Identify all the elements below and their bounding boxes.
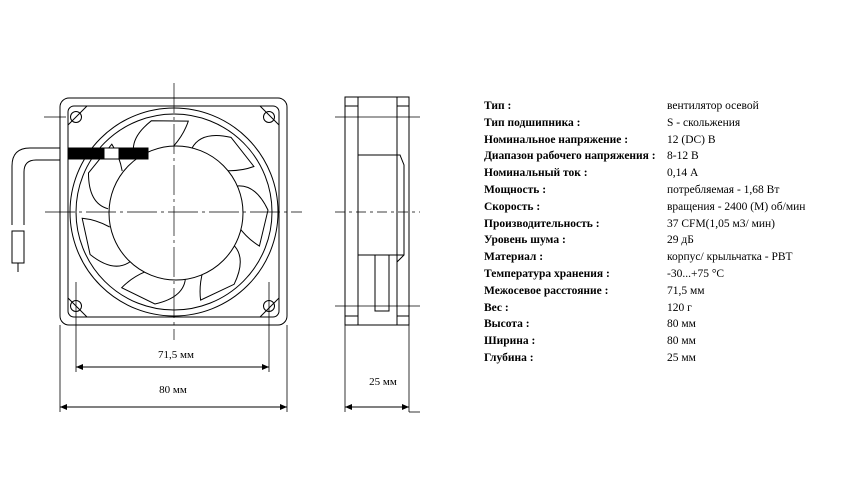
spec-value: потребляемая - 1,68 Вт <box>667 183 780 196</box>
fan-blade <box>120 271 186 305</box>
spec-value: вентилятор осевой <box>667 100 759 112</box>
spec-row: Вес : 120 г <box>484 300 844 317</box>
front-view <box>11 83 302 412</box>
spec-row: Уровень шума : 29 дБ <box>484 232 844 249</box>
spec-value: 80 мм <box>667 335 696 348</box>
dim-label-hole-spacing: 71,5 мм <box>158 349 194 361</box>
dim-label-width: 80 мм <box>159 384 187 396</box>
frame-corner-bevels <box>67 105 280 318</box>
spec-row: Межосевое расстояние : 71,5 мм <box>484 283 844 300</box>
spec-row: Тип : вентилятор осевой <box>484 98 844 115</box>
spec-row: Диапазон рабочего напряжения : 8-12 В <box>484 148 844 165</box>
spec-row: Тип подшипника : S - скольжения <box>484 115 844 132</box>
spec-label: Номинальное напряжение : <box>484 133 629 146</box>
side-extension-lines <box>344 325 420 413</box>
extension-lines <box>44 116 288 412</box>
side-axis-lines <box>335 116 420 307</box>
spec-label: Температура хранения : <box>484 267 610 280</box>
spec-label: Материал : <box>484 251 544 264</box>
fan-blade <box>191 135 255 172</box>
spec-label: Мощность : <box>484 183 547 196</box>
spec-label: Ширина : <box>484 335 536 348</box>
spec-row: Скорость : вращения - 2400 (M) об/мин <box>484 199 844 216</box>
spec-value: 25 мм <box>667 351 696 364</box>
spec-row: Производительность : 37 CFM(1,05 м3/ мин) <box>484 216 844 233</box>
spec-value: вращения - 2400 (M) об/мин <box>667 200 806 213</box>
side-hub-profile <box>358 154 405 263</box>
spec-value: 8-12 В <box>667 150 699 163</box>
spec-value: 71,5 мм <box>667 284 705 297</box>
spec-row: Высота : 80 мм <box>484 316 844 333</box>
spec-label: Скорость : <box>484 200 541 213</box>
spec-label: Тип подшипника : <box>484 116 581 129</box>
spec-label: Тип : <box>484 100 512 112</box>
spec-row: Температура хранения : -30...+75 °C <box>484 266 844 283</box>
fan-blade <box>132 120 189 159</box>
label-stripe <box>67 147 149 160</box>
spec-label: Диапазон рабочего напряжения : <box>484 150 656 163</box>
spec-row: Номинальный ток : 0,14 А <box>484 165 844 182</box>
center-lines <box>45 83 302 340</box>
spec-label: Вес : <box>484 301 509 314</box>
spec-value: корпус/ крыльчатка - PBT <box>667 251 793 264</box>
spec-label: Глубина : <box>484 351 534 364</box>
fan-blade <box>199 243 241 301</box>
fan-blade <box>81 217 131 267</box>
spec-value: -30...+75 °C <box>667 267 725 280</box>
spec-row: Глубина : 25 мм <box>484 350 844 367</box>
spec-row: Номинальное напряжение : 12 (DC) В <box>484 132 844 149</box>
spec-value: 29 дБ <box>667 234 694 247</box>
dim-label-depth: 25 мм <box>369 376 397 388</box>
spec-label: Производительность : <box>484 217 600 230</box>
spec-label: Высота : <box>484 318 530 331</box>
spec-value: 37 CFM(1,05 м3/ мин) <box>667 217 776 230</box>
wire-connector <box>11 230 25 264</box>
spec-label: Номинальный ток : <box>484 167 588 180</box>
spec-row: Ширина : 80 мм <box>484 333 844 350</box>
side-frame <box>344 96 410 326</box>
spec-label: Уровень шума : <box>484 234 566 247</box>
spec-row: Мощность : потребляемая - 1,68 Вт <box>484 182 844 199</box>
wire <box>11 147 60 272</box>
spec-row: Материал : корпус/ крыльчатка - PBT <box>484 249 844 266</box>
fan-hub <box>108 145 244 281</box>
fan-blade <box>234 185 269 247</box>
side-shaft <box>374 254 390 312</box>
fan-frame-inner <box>67 105 280 318</box>
spec-value: S - скольжения <box>667 116 741 129</box>
fan-frame-outer <box>59 97 288 326</box>
spec-value: 120 г <box>667 301 692 314</box>
spec-value: 80 мм <box>667 318 696 331</box>
fan-blades <box>81 120 269 305</box>
spec-label: Межосевое расстояние : <box>484 284 609 297</box>
side-view <box>335 96 420 413</box>
spec-value: 0,14 А <box>667 167 699 180</box>
spec-value: 12 (DC) В <box>667 133 716 146</box>
